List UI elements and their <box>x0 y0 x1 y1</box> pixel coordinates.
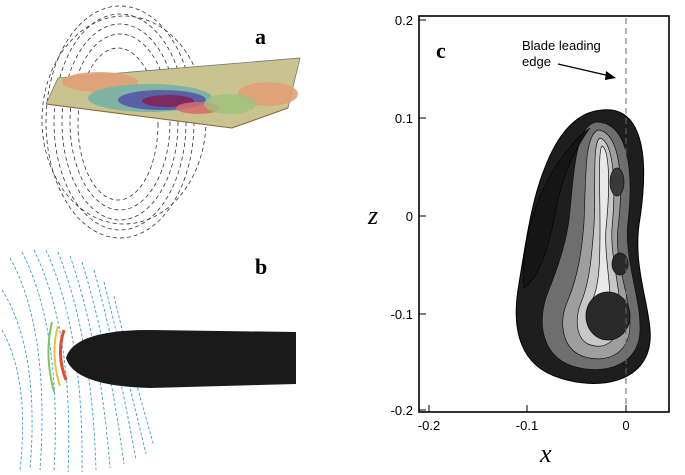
annotation-arrow <box>557 63 616 80</box>
blade-shape <box>66 330 296 388</box>
y-axis: 0.2 0.1 0 -0.1 -0.2 z <box>367 13 426 418</box>
panel-c-label: c <box>436 38 446 63</box>
x-tick-label: -0.2 <box>418 418 440 433</box>
y-tick-label: 0.1 <box>395 111 413 126</box>
x-tick-label: 0 <box>622 418 629 433</box>
panel-a-label: a <box>255 24 266 49</box>
y-tick-label: -0.2 <box>391 403 413 418</box>
contour-field <box>515 109 651 384</box>
contour-left-lobe <box>523 127 591 289</box>
wing-surface <box>45 57 301 129</box>
annotation-line-2: edge <box>522 54 551 69</box>
x-axis: -0.2 -0.1 0 x <box>418 405 630 468</box>
panel-b-label: b <box>255 254 267 279</box>
y-tick-label: 0.2 <box>395 13 413 28</box>
panel-c: Blade leading edge c 0.2 0.1 0 -0.1 -0.2… <box>367 13 670 468</box>
stagnation-highlight <box>47 321 68 393</box>
contour-core-mid <box>611 252 629 276</box>
x-tick-label: -0.1 <box>516 418 538 433</box>
x-axis-label: x <box>539 439 552 468</box>
y-tick-label: -0.1 <box>391 307 413 322</box>
panel-b: b <box>1 249 296 473</box>
contour-core-top <box>609 167 625 197</box>
annotation-line-1: Blade leading <box>522 38 601 53</box>
y-axis-label: z <box>367 201 378 230</box>
contour-core-bottom <box>585 291 631 341</box>
vortex-ring <box>41 5 207 239</box>
y-tick-label: 0 <box>406 209 413 224</box>
panel-a: a <box>41 5 301 239</box>
